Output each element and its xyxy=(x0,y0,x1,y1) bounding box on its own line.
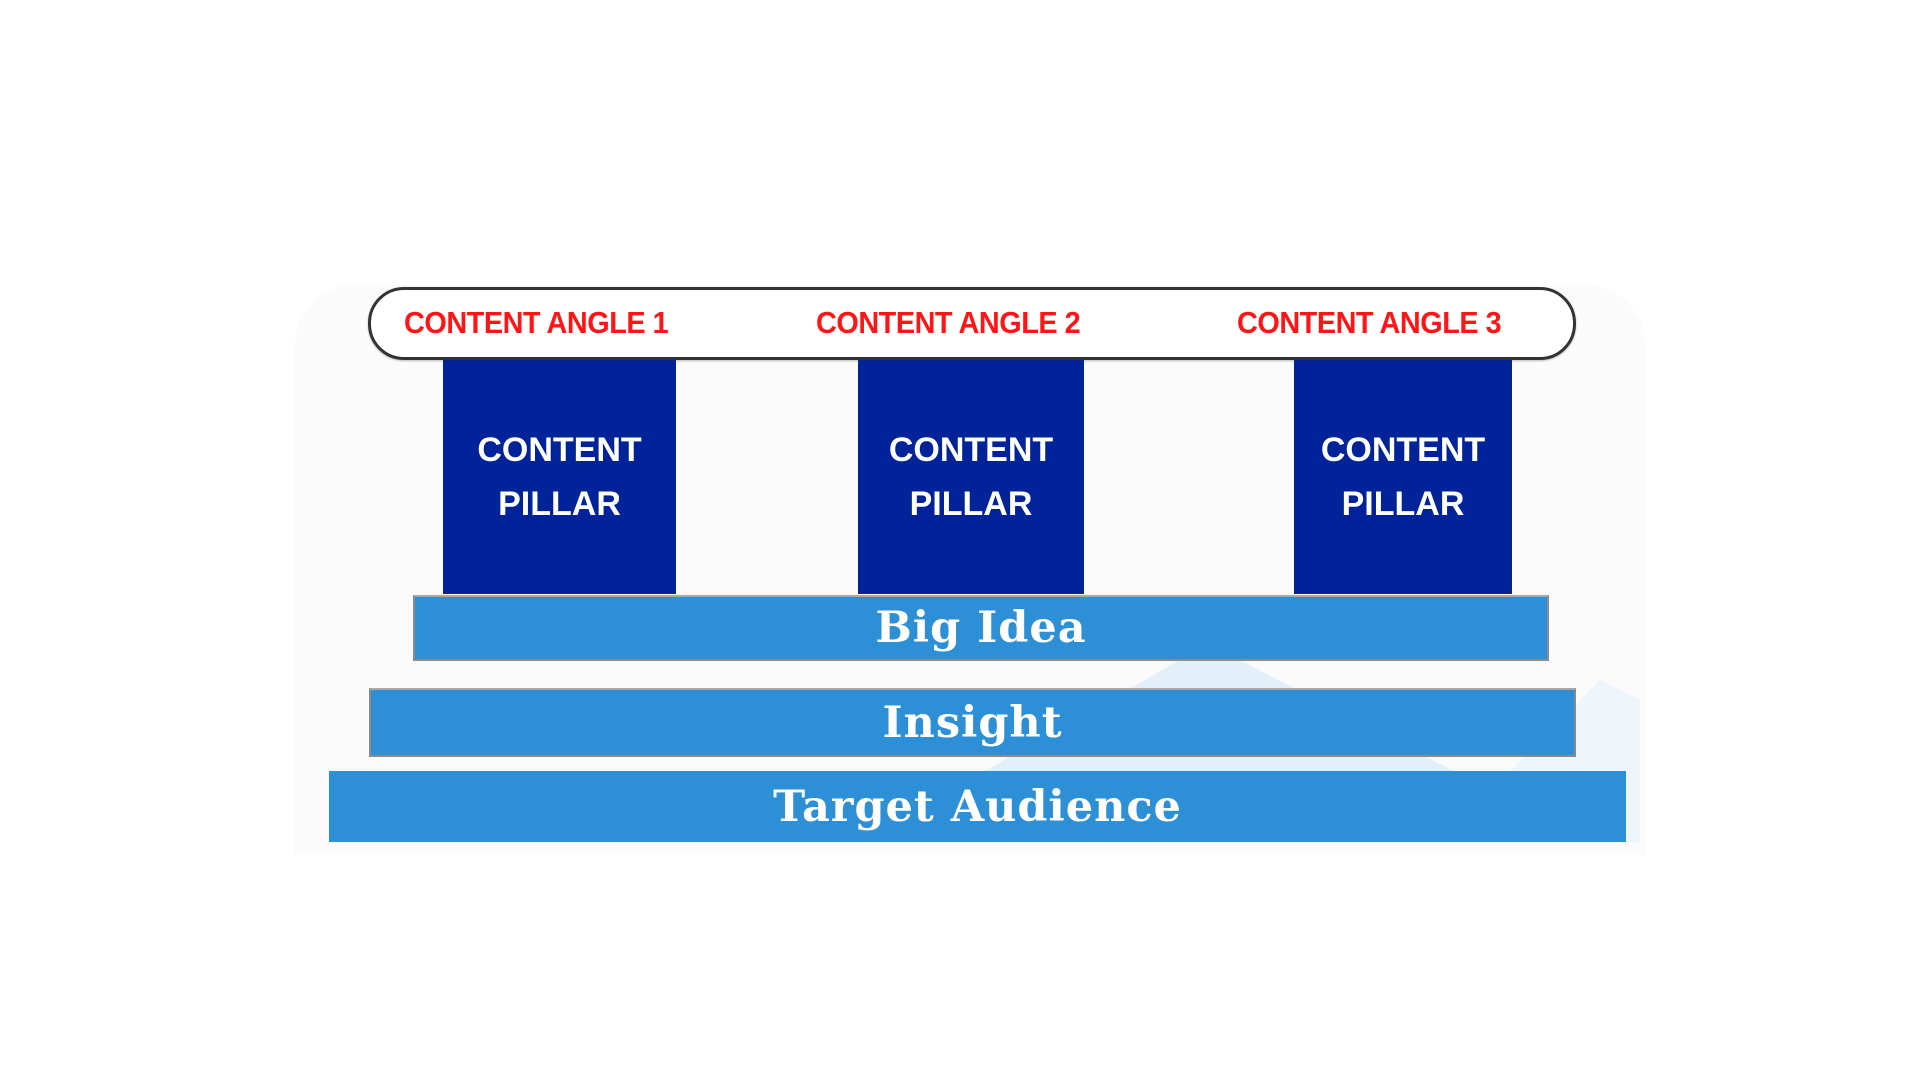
content-pillar-1: CONTENT PILLAR xyxy=(443,360,676,594)
content-angle-2-label: CONTENT ANGLE 2 xyxy=(816,305,1081,340)
content-pillar-3: CONTENT PILLAR xyxy=(1294,360,1512,594)
pillar-1-line-1: CONTENT xyxy=(477,431,642,469)
pillar-3-line-2: PILLAR xyxy=(1341,485,1465,523)
tier-insight-label: Insight xyxy=(882,697,1063,748)
pillar-1-line-2: PILLAR xyxy=(498,485,621,523)
pillar-3-line-1: CONTENT xyxy=(1320,431,1486,469)
content-angle-bar: CONTENT ANGLE 1 CONTENT ANGLE 2 CONTENT … xyxy=(368,287,1576,360)
content-angle-3-label: CONTENT ANGLE 3 xyxy=(1237,305,1502,340)
tier-big-idea: Big Idea xyxy=(413,595,1549,661)
tier-target-audience-label: Target Audience xyxy=(773,781,1182,832)
tier-target-audience: Target Audience xyxy=(329,771,1626,842)
content-angle-1-label: CONTENT ANGLE 1 xyxy=(404,305,669,340)
tier-big-idea-label: Big Idea xyxy=(875,603,1087,653)
tier-insight: Insight xyxy=(369,688,1576,757)
pillar-2-line-1: CONTENT xyxy=(888,431,1054,469)
pillar-2-line-2: PILLAR xyxy=(909,485,1033,523)
content-pillar-2: CONTENT PILLAR xyxy=(858,360,1084,594)
